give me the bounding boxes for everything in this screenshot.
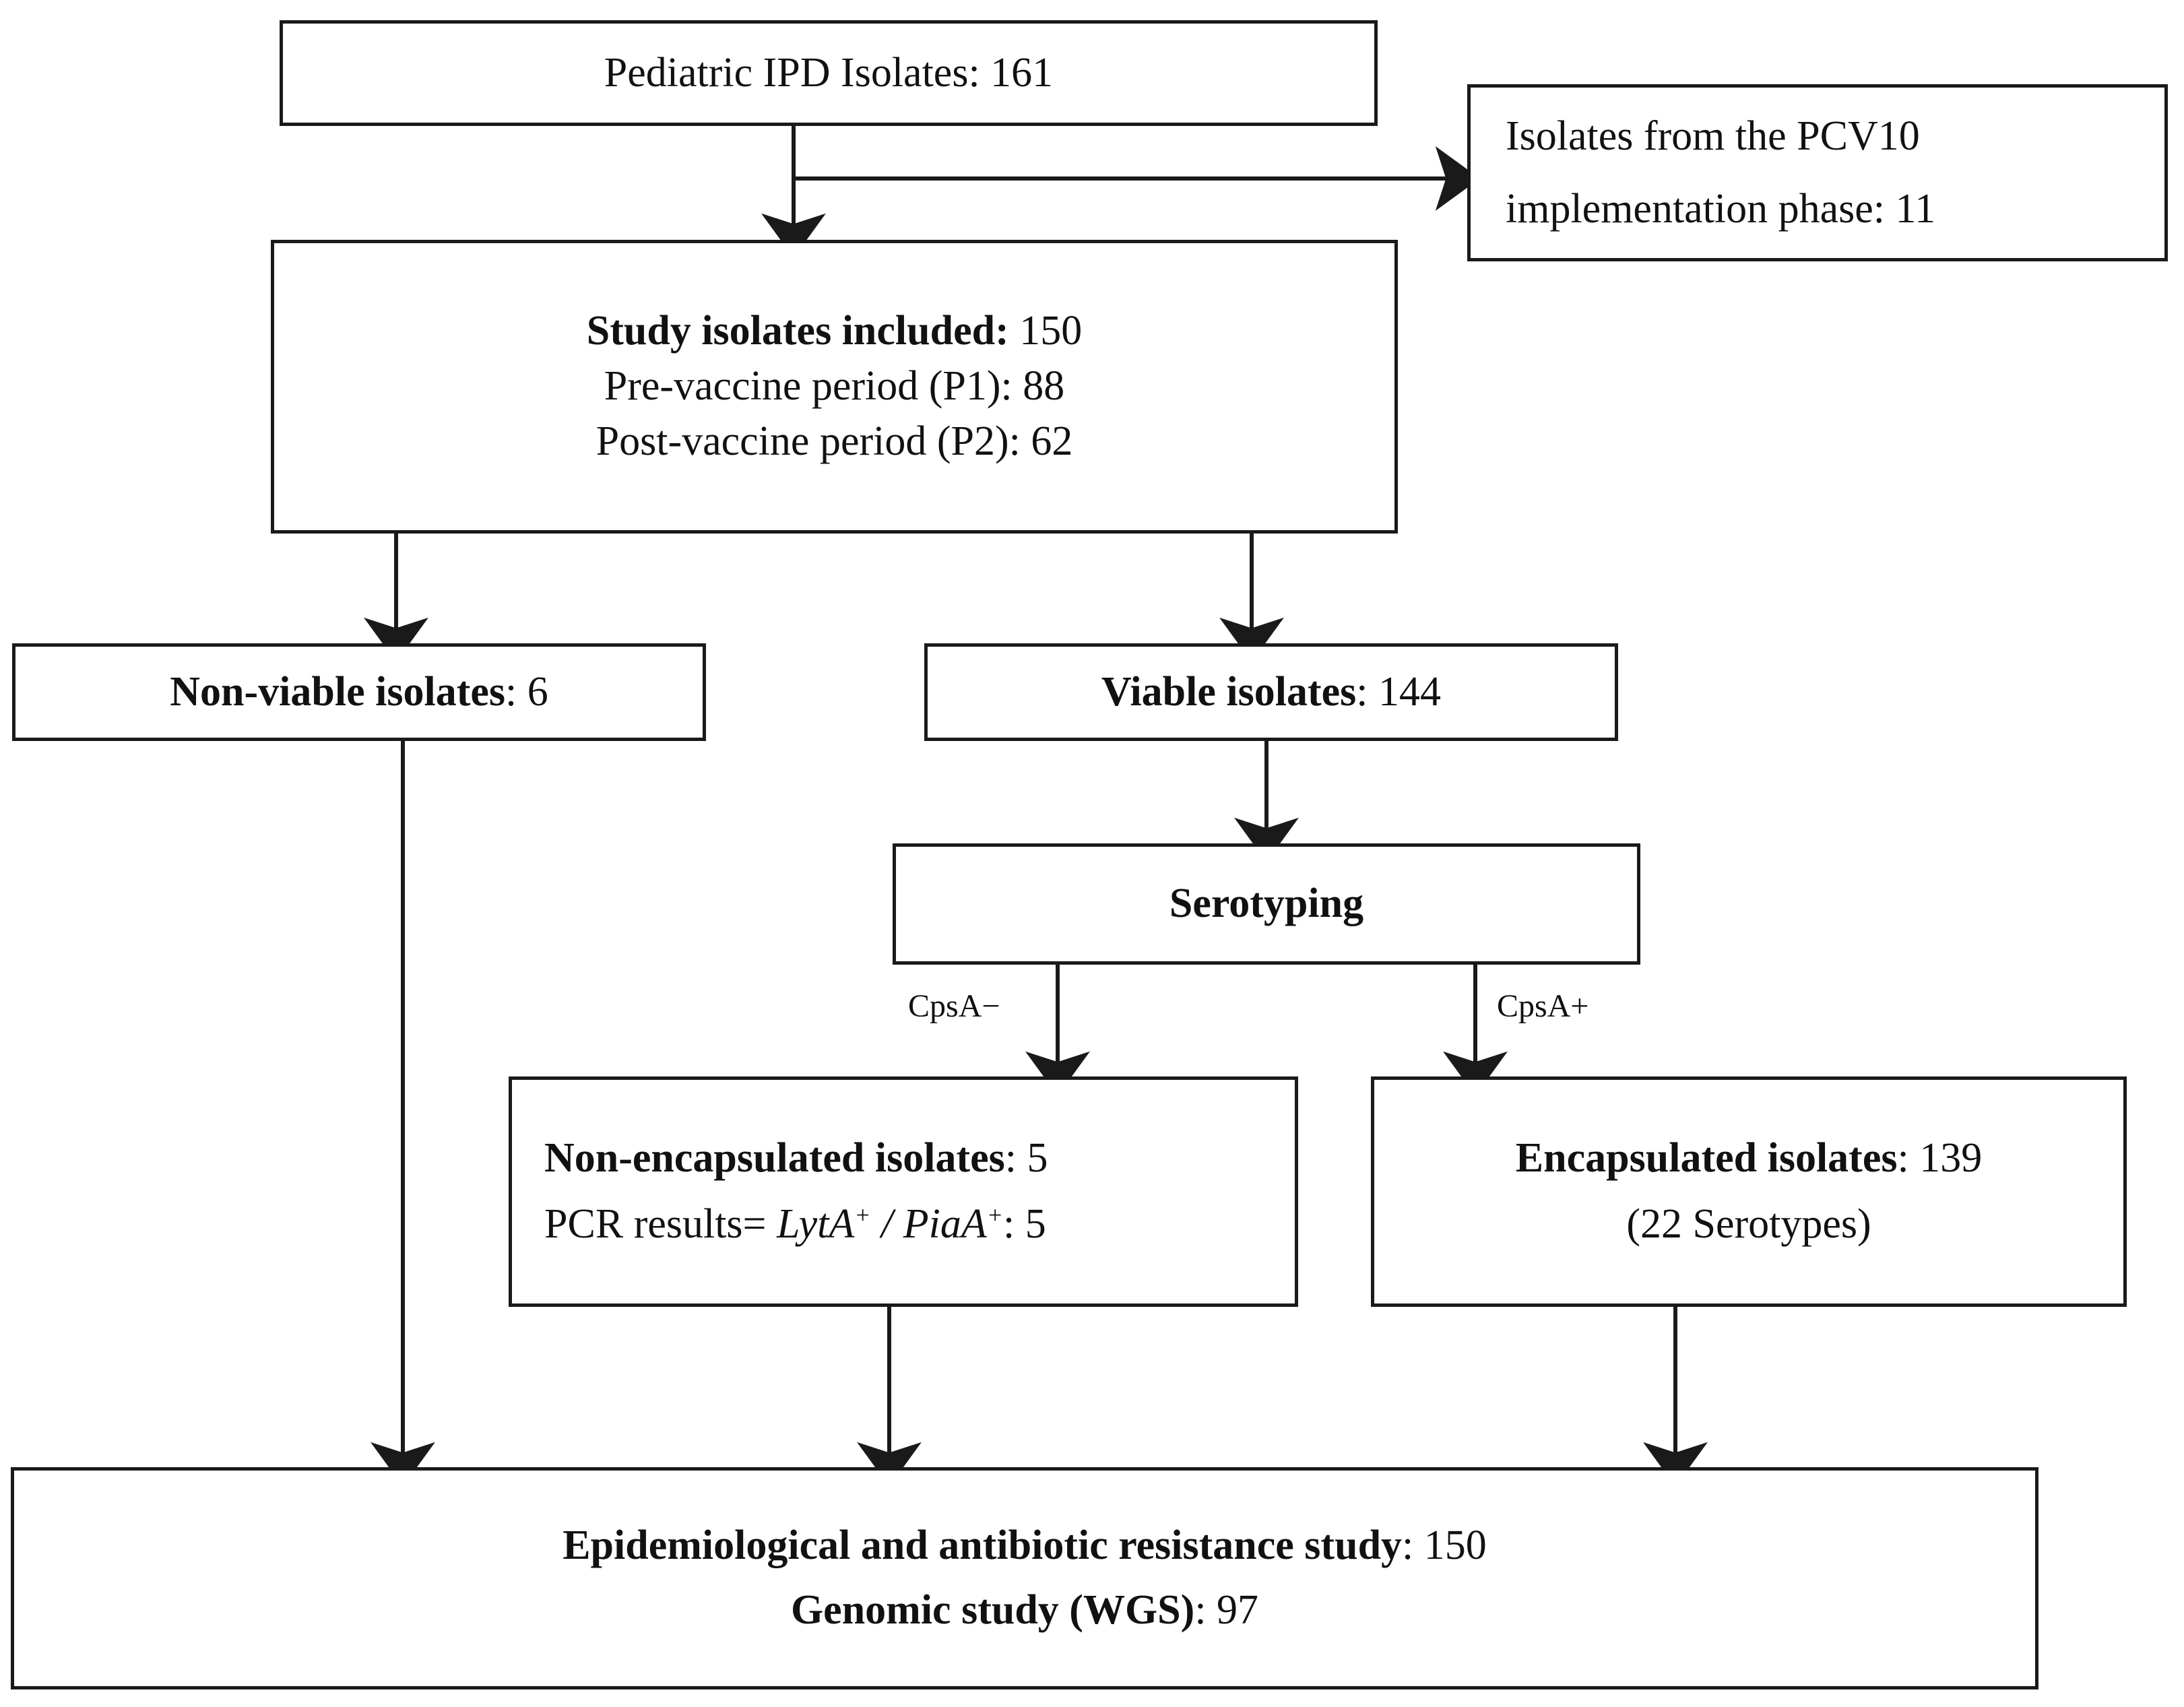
text-regular: implementation phase: 11: [1506, 185, 1936, 232]
text-regular: Pediatric IPD Isolates: 161: [604, 49, 1054, 96]
node-viable[interactable]: Viable isolates: 144: [924, 643, 1618, 741]
text-regular: 150: [1008, 308, 1083, 354]
text-bold: Viable isolates: [1101, 668, 1357, 715]
node-final-study-line-2: Genomic study (WGS): 97: [791, 1583, 1258, 1638]
text-regular: : 6: [505, 668, 548, 715]
text-pcr-suffix: : 5: [1003, 1201, 1046, 1247]
text-regular: : 139: [1897, 1135, 1983, 1182]
text-bold: Genomic study (WGS): [790, 1587, 1195, 1633]
text-regular: Pre-vaccine period (P1): 88: [604, 363, 1065, 410]
text-pcr-prefix: PCR results=: [544, 1201, 777, 1247]
node-pcv10-excluded[interactable]: Isolates from the PCV10 implementation p…: [1467, 84, 2168, 261]
text-separator: /: [870, 1201, 903, 1247]
node-serotyping-line-1: Serotyping: [1169, 876, 1363, 932]
node-pediatric-isolates[interactable]: Pediatric IPD Isolates: 161: [280, 20, 1378, 126]
text-superscript-plus-2: +: [986, 1201, 1004, 1229]
node-study-included-line-3: Post-vaccine period (P2): 62: [596, 414, 1073, 470]
node-study-included[interactable]: Study isolates included: 150 Pre-vaccine…: [271, 240, 1398, 534]
node-study-included-line-2: Pre-vaccine period (P1): 88: [604, 359, 1064, 414]
text-bold: Serotyping: [1169, 880, 1364, 927]
node-non-viable[interactable]: Non-viable isolates: 6: [12, 643, 706, 741]
text-bold: Non-viable isolates: [170, 668, 505, 715]
node-study-included-line-1: Study isolates included: 150: [587, 304, 1083, 359]
node-encapsulated-line-1: Encapsulated isolates: 139: [1516, 1131, 1982, 1186]
text-gene-lyta: LytA: [777, 1201, 855, 1247]
node-pediatric-isolates-line-1: Pediatric IPD Isolates: 161: [604, 46, 1053, 101]
node-encapsulated-line-2: (22 Serotypes): [1626, 1197, 1871, 1252]
node-non-viable-line-1: Non-viable isolates: 6: [170, 665, 548, 720]
text-bold: Epidemiological and antibiotic resistanc…: [563, 1522, 1403, 1569]
node-final-study-line-1: Epidemiological and antibiotic resistanc…: [563, 1518, 1487, 1574]
text-regular: Post-vaccine period (P2): 62: [596, 418, 1073, 464]
node-non-encapsulated-line-2: PCR results= LytA+ / PiaA+: 5: [544, 1197, 1046, 1252]
text-bold: Non-encapsulated isolates: [544, 1135, 1005, 1182]
node-pcv10-excluded-line-2: implementation phase: 11: [1506, 182, 1935, 237]
text-regular: : 150: [1402, 1522, 1487, 1569]
text-regular: Isolates from the PCV10: [1506, 112, 1920, 159]
text-gene-piaa: PiaA: [903, 1201, 987, 1247]
node-non-encapsulated[interactable]: Non-encapsulated isolates: 5 PCR results…: [509, 1076, 1298, 1307]
text-regular: : 144: [1356, 668, 1442, 715]
text-bold: Study isolates included:: [586, 308, 1009, 354]
node-pcv10-excluded-line-1: Isolates from the PCV10: [1506, 109, 1920, 164]
edge-label-cpsa-positive: CpsA+: [1497, 988, 1589, 1024]
text-regular: : 5: [1004, 1135, 1048, 1182]
node-serotyping[interactable]: Serotyping: [893, 843, 1640, 965]
text-regular: (22 Serotypes): [1626, 1201, 1871, 1247]
text-regular: : 97: [1194, 1587, 1259, 1633]
text-superscript-plus-1: +: [854, 1201, 871, 1229]
node-viable-line-1: Viable isolates: 144: [1101, 665, 1441, 720]
node-non-encapsulated-line-1: Non-encapsulated isolates: 5: [544, 1131, 1048, 1186]
node-final-study[interactable]: Epidemiological and antibiotic resistanc…: [11, 1467, 2038, 1689]
text-bold: Encapsulated isolates: [1515, 1135, 1898, 1182]
node-encapsulated[interactable]: Encapsulated isolates: 139 (22 Serotypes…: [1371, 1076, 2127, 1307]
edge-label-cpsa-negative: CpsA−: [908, 988, 1000, 1024]
